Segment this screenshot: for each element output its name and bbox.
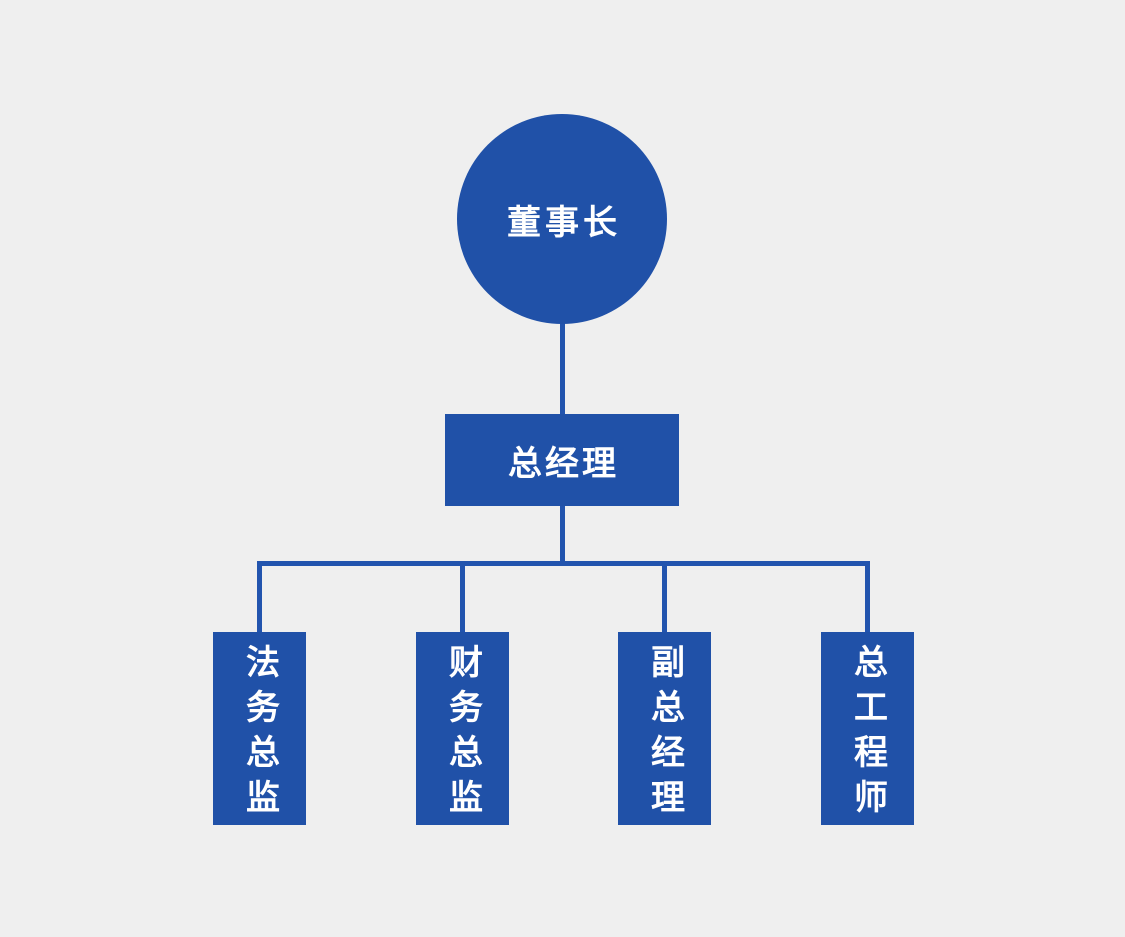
node-general-manager-label: 总经理 — [508, 444, 619, 483]
connector-stub-chief-engineer — [865, 561, 870, 632]
node-legal-director-label: 法务总监 — [240, 644, 279, 824]
connector-stub-legal-director — [257, 561, 262, 632]
node-chairman: 董事长 — [457, 114, 667, 324]
node-legal-director: 法务总监 — [213, 632, 306, 825]
node-deputy-general-manager: 副总经理 — [618, 632, 711, 825]
node-chief-engineer: 总工程师 — [821, 632, 914, 825]
node-chief-engineer-label: 总工程师 — [848, 644, 887, 824]
node-chairman-label: 董事长 — [507, 203, 621, 242]
node-deputy-general-manager-label: 副总经理 — [645, 644, 684, 824]
connector-chairman-to-gm — [560, 320, 565, 414]
node-finance-director-label: 财务总监 — [443, 644, 482, 824]
connector-stub-finance-director — [460, 561, 465, 632]
node-finance-director: 财务总监 — [416, 632, 509, 825]
node-general-manager: 总经理 — [445, 414, 679, 506]
connector-horizontal-rail — [257, 561, 870, 566]
connector-stub-deputy-gm — [662, 561, 667, 632]
connector-gm-drop — [560, 506, 565, 563]
